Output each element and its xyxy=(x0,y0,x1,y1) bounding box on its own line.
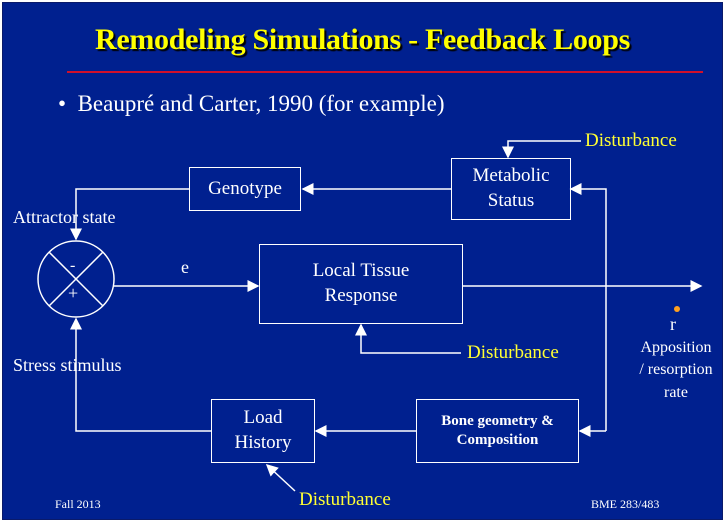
arrow-genotype-to-junction xyxy=(70,188,189,241)
attractor-state-label: Attractor state xyxy=(13,207,116,227)
arrow-load-to-junction xyxy=(70,317,211,432)
title-underline xyxy=(67,71,703,73)
error-label: e xyxy=(181,257,189,277)
status-label: Status xyxy=(487,190,535,211)
footer-date: Fall 2013 xyxy=(55,497,101,511)
composition-label: Composition xyxy=(456,432,539,448)
disturbance-metabolic: Disturbance xyxy=(585,130,677,151)
arrow-feedback-to-metabolic xyxy=(569,183,607,431)
bone-geometry-box: Bone geometry & Composition xyxy=(416,399,579,463)
resorption-label: / resorption xyxy=(639,361,713,379)
disturbance-load: Disturbance xyxy=(299,489,391,510)
genotype-box: Genotype xyxy=(189,167,301,211)
stress-stimulus-label: Stress stimulus xyxy=(13,355,122,375)
minus-sign: - xyxy=(70,257,76,274)
rate-label: rate xyxy=(664,383,688,401)
genotype-label: Genotype xyxy=(208,177,282,199)
load-label: Load xyxy=(243,407,283,429)
output-label: Apposition / resorption rate xyxy=(631,337,721,404)
disturbance-arrow-load xyxy=(265,463,296,492)
response-label: Response xyxy=(324,285,398,306)
disturbance-arrow-tissue xyxy=(355,323,461,354)
bone-geometry-label: Bone geometry & xyxy=(441,412,554,429)
metabolic-label: Metabolic xyxy=(472,165,550,187)
disturbance-tissue: Disturbance xyxy=(467,342,559,363)
local-tissue-label: Local Tissue xyxy=(312,260,410,282)
slide-title: Remodeling Simulations - Feedback Loops xyxy=(94,23,631,56)
citation-text: Beaupré and Carter, 1990 (for example) xyxy=(77,91,445,116)
diagram-connectors xyxy=(37,140,703,492)
rate-dot xyxy=(674,306,680,312)
footer-course: BME 283/483 xyxy=(591,497,660,511)
apposition-label: Apposition xyxy=(640,339,712,356)
summing-junction xyxy=(37,240,115,318)
plus-sign: + xyxy=(68,283,79,303)
history-label: History xyxy=(234,432,292,453)
rate-symbol: r xyxy=(670,314,676,334)
bullet-citation: • Beaupré and Carter, 1990 (for example) xyxy=(58,91,445,116)
disturbance-arrow-metabolic xyxy=(502,140,581,159)
